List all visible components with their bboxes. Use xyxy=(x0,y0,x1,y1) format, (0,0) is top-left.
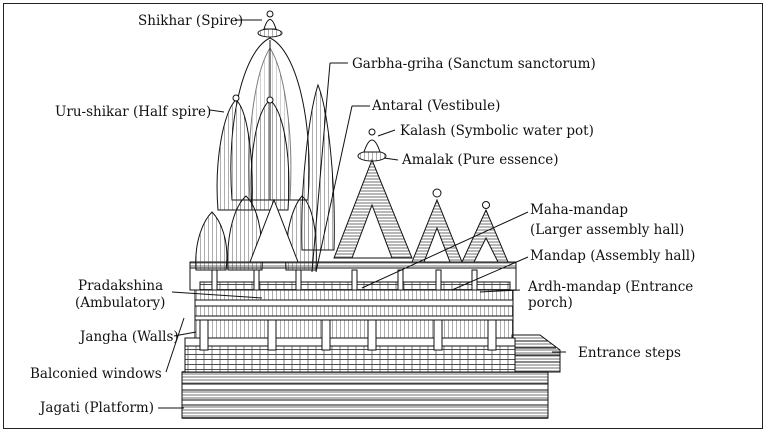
label-balconied-windows: Balconied windows xyxy=(30,366,162,382)
label-shikhar: Shikhar (Spire) xyxy=(138,13,243,29)
label-antaral: Antaral (Vestibule) xyxy=(371,98,500,114)
lower-spires xyxy=(195,195,317,271)
mandap-pillars xyxy=(211,269,478,291)
uru-shikar-drawing xyxy=(216,94,290,211)
jangha-walls xyxy=(194,289,514,339)
label-jangha: Jangha (Walls) xyxy=(78,329,179,345)
label-jagati: Jagati (Platform) xyxy=(38,400,154,416)
label-maha-mandap: Maha-mandap xyxy=(530,202,628,218)
label-garbha-griha: Garbha-griha (Sanctum sanctorum) xyxy=(352,56,596,72)
label-mandap: Mandap (Assembly hall) xyxy=(530,248,695,264)
label-pradakshina-desc: (Ambulatory) xyxy=(75,295,165,311)
label-entrance-steps: Entrance steps xyxy=(578,345,681,361)
mandap-roof xyxy=(411,188,463,263)
temple-illustration xyxy=(181,10,561,419)
label-ardh-mandap: Ardh-mandap (Entrance xyxy=(527,279,693,295)
label-amalak: Amalak (Pure essence) xyxy=(401,152,559,168)
label-ardh-mandap-desc: porch) xyxy=(528,295,573,311)
ardh-mandap-roof xyxy=(461,201,509,263)
label-maha-mandap-desc: (Larger assembly hall) xyxy=(530,222,684,238)
annotations: Shikhar (Spire) Garbha-griha (Sanctum sa… xyxy=(30,13,695,416)
entrance-steps-drawing xyxy=(511,334,561,373)
leader-lines xyxy=(158,19,566,409)
label-pradakshina: Pradakshina xyxy=(78,278,163,294)
label-kalash: Kalash (Symbolic water pot) xyxy=(400,123,594,139)
balcony-pillars xyxy=(199,319,497,351)
maha-mandap-roof xyxy=(333,128,413,259)
jagati-platform xyxy=(181,371,549,419)
label-uru-shikar: Uru-shikar (Half spire) xyxy=(55,104,211,120)
